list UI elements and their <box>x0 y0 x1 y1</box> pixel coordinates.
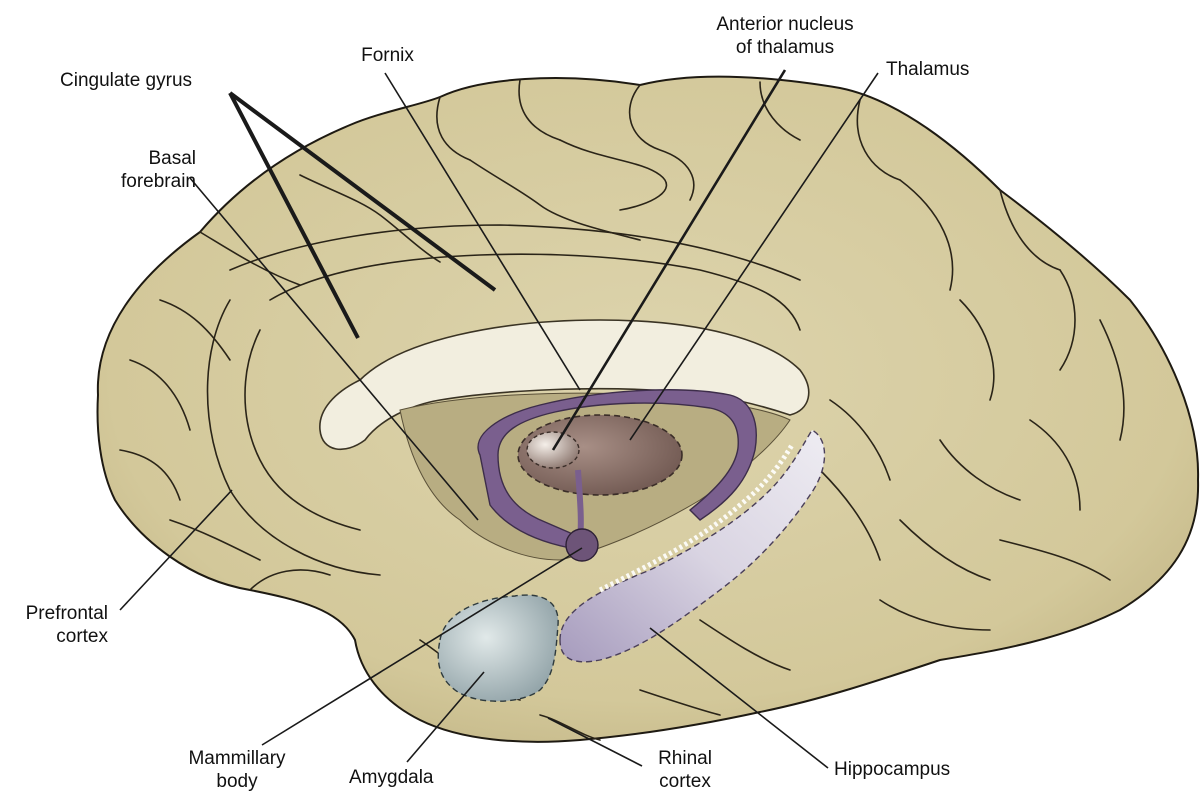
cingulate-leader-2 <box>228 91 497 292</box>
leader-lines <box>119 69 879 769</box>
anterior-nucleus-leader <box>551 69 787 451</box>
thalamus-leader <box>629 72 879 441</box>
label-cingulate-gyrus: Cingulate gyrus <box>60 70 193 91</box>
hippocampus-leader <box>649 627 829 769</box>
basal-forebrain-leader <box>189 177 479 521</box>
hippocampus <box>559 429 826 663</box>
fornix <box>477 389 757 549</box>
label-rhinal-cortex: Rhinal cortex <box>658 748 712 792</box>
rhinal-leader <box>547 717 643 767</box>
label-thalamus: Thalamus <box>886 59 970 80</box>
sulci-lines <box>119 79 1125 741</box>
fornix-leader <box>384 72 581 391</box>
label-fornix: Fornix <box>361 45 414 66</box>
hippocampus-dentate <box>598 443 795 593</box>
label-basal-forebrain: Basal forebrain <box>121 148 196 192</box>
amygdala-leader <box>406 671 485 763</box>
label-hippocampus: Hippocampus <box>834 759 951 780</box>
amygdala <box>437 594 559 702</box>
mammillary-body <box>565 528 599 562</box>
label-amygdala: Amygdala <box>349 767 434 788</box>
prefrontal-leader <box>119 489 233 611</box>
mammillary-leader <box>261 547 583 746</box>
label-prefrontal-cortex: Prefrontal cortex <box>25 603 108 647</box>
cingulate-leader-1 <box>228 92 360 339</box>
label-anterior-nucleus: Anterior nucleus of thalamus <box>716 14 854 58</box>
label-mammillary-body: Mammillary body <box>188 748 286 792</box>
